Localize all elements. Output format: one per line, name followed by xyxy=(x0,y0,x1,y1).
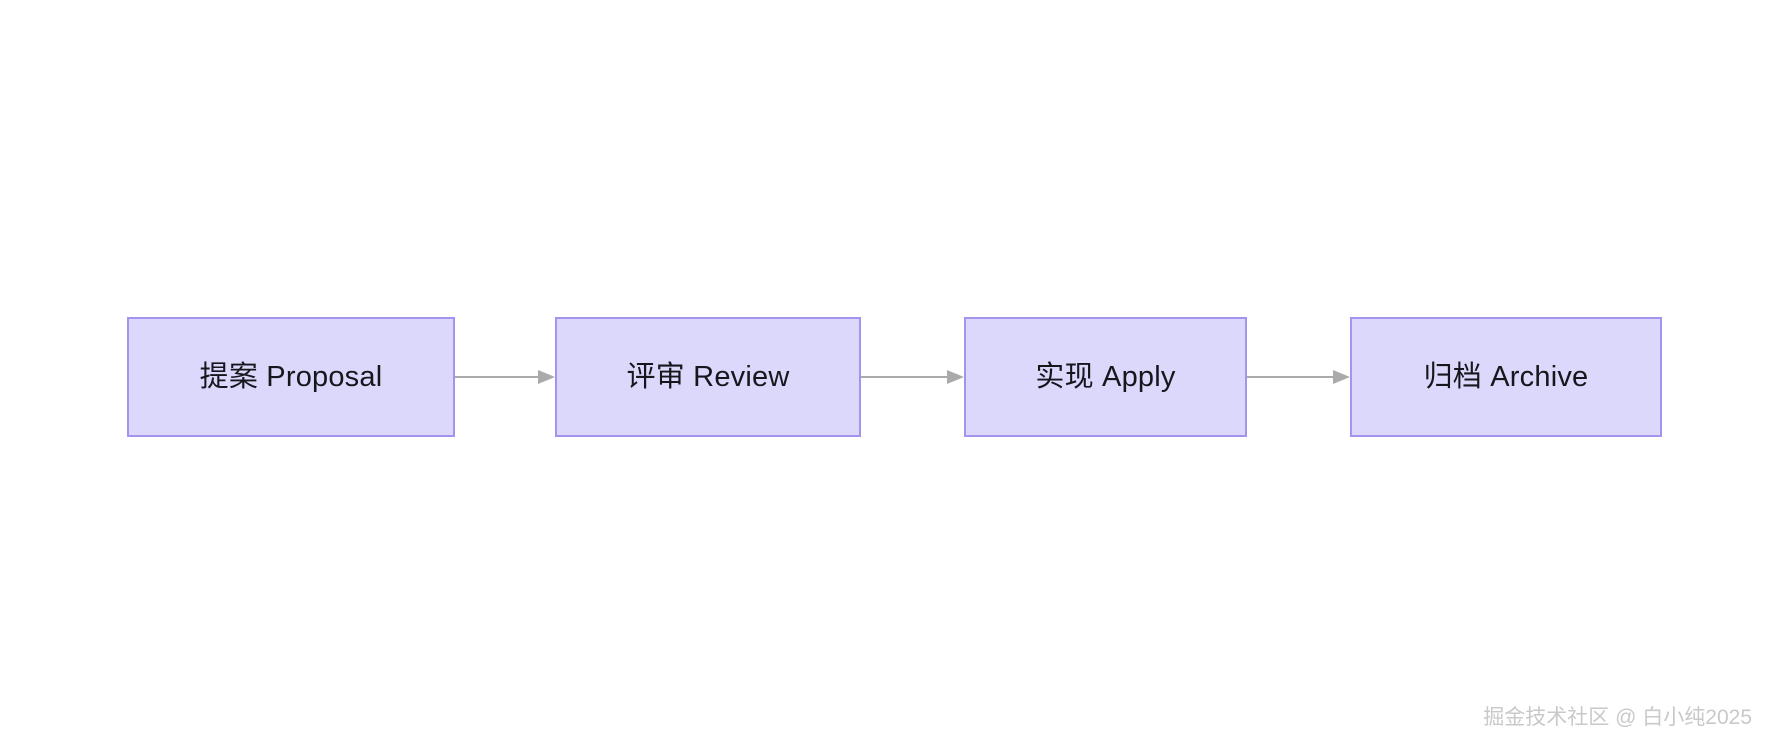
flow-node-review[interactable]: 评审 Review xyxy=(555,317,861,437)
arrow-line xyxy=(1247,376,1334,378)
arrow-head-icon xyxy=(538,370,555,384)
flow-node-label: 评审 Review xyxy=(626,360,790,393)
arrow-head-icon xyxy=(947,370,964,384)
flow-node-label: 提案 Proposal xyxy=(199,360,383,393)
flow-arrow-apply-to-archive xyxy=(1247,370,1350,384)
flowchart-sequence: 提案 Proposal 评审 Review 实现 Apply 归档 Archiv… xyxy=(0,316,1788,438)
flow-arrow-review-to-apply xyxy=(861,370,964,384)
arrow-line xyxy=(455,376,539,378)
flow-node-archive[interactable]: 归档 Archive xyxy=(1350,317,1662,437)
watermark-text: 掘金技术社区 @ 白小纯2025 xyxy=(1483,706,1752,729)
flow-node-label: 实现 Apply xyxy=(1035,360,1176,393)
flow-node-proposal[interactable]: 提案 Proposal xyxy=(127,317,455,437)
flow-arrow-proposal-to-review xyxy=(455,370,555,384)
arrow-line xyxy=(861,376,948,378)
arrow-head-icon xyxy=(1333,370,1350,384)
flow-node-label: 归档 Archive xyxy=(1423,360,1589,393)
flow-node-apply[interactable]: 实现 Apply xyxy=(964,317,1247,437)
